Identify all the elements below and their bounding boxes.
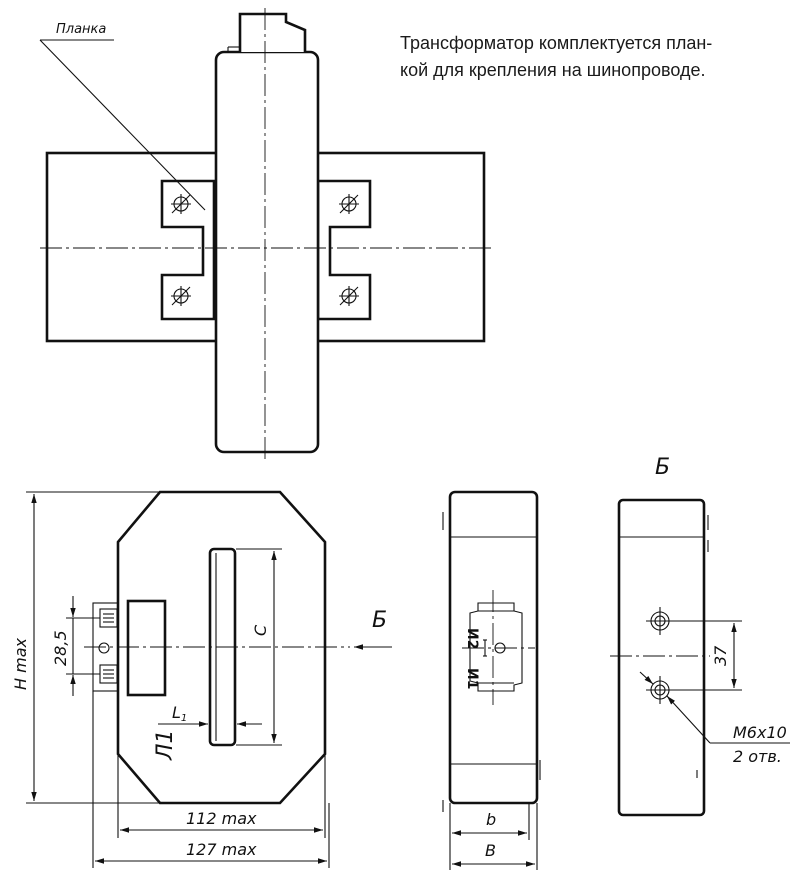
view-arrow-b: Б <box>372 608 387 633</box>
dim-l1-sub: 1 <box>181 713 187 724</box>
transformer-body-top <box>214 50 320 454</box>
terminal-i2: И2 <box>464 628 480 649</box>
view-b: Б 37 М6х10 2 отв. <box>610 455 790 817</box>
rating-plate <box>126 599 167 697</box>
holes-label: 2 отв. <box>733 747 782 766</box>
view-b-title: Б <box>655 455 670 480</box>
dim-127-max: 127 max <box>186 840 257 859</box>
plank-right <box>316 179 372 321</box>
dim-b-large: B <box>485 841 496 860</box>
plank-left <box>160 179 216 321</box>
thread-label: М6х10 <box>733 723 787 742</box>
marking-l1: Л1 <box>153 729 178 761</box>
front-housing <box>116 490 327 805</box>
plank-label: Планка <box>56 22 106 37</box>
dim-112-max: 112 max <box>186 809 257 828</box>
dim-l1-letter: L <box>172 703 181 722</box>
side-view: И2 И1 b B <box>442 490 541 870</box>
dim-l1: L1 <box>172 703 187 724</box>
dim-h-max: H max <box>11 637 30 690</box>
assembly-note: Трансформатор комплектуется план- кой дл… <box>400 30 780 84</box>
note-line-1: Трансформатор комплектуется план- <box>400 33 713 53</box>
side-housing <box>448 490 539 805</box>
dim-c: C <box>251 624 270 636</box>
dim-b-small: b <box>486 810 496 829</box>
mount-holes <box>171 194 359 306</box>
dim-hole-spacing: 37 <box>711 645 730 666</box>
note-line-2: кой для крепления на шинопроводе. <box>400 60 706 80</box>
terminal-cap <box>238 12 307 52</box>
top-view: Планка <box>39 8 492 462</box>
dim-terminal-pitch: 28,5 <box>51 630 70 666</box>
view-b-housing <box>617 498 706 817</box>
terminal-i1: И1 <box>464 668 480 689</box>
front-view: Л1 H max 28,5 C L1 Б 112 max 1 <box>11 490 392 868</box>
